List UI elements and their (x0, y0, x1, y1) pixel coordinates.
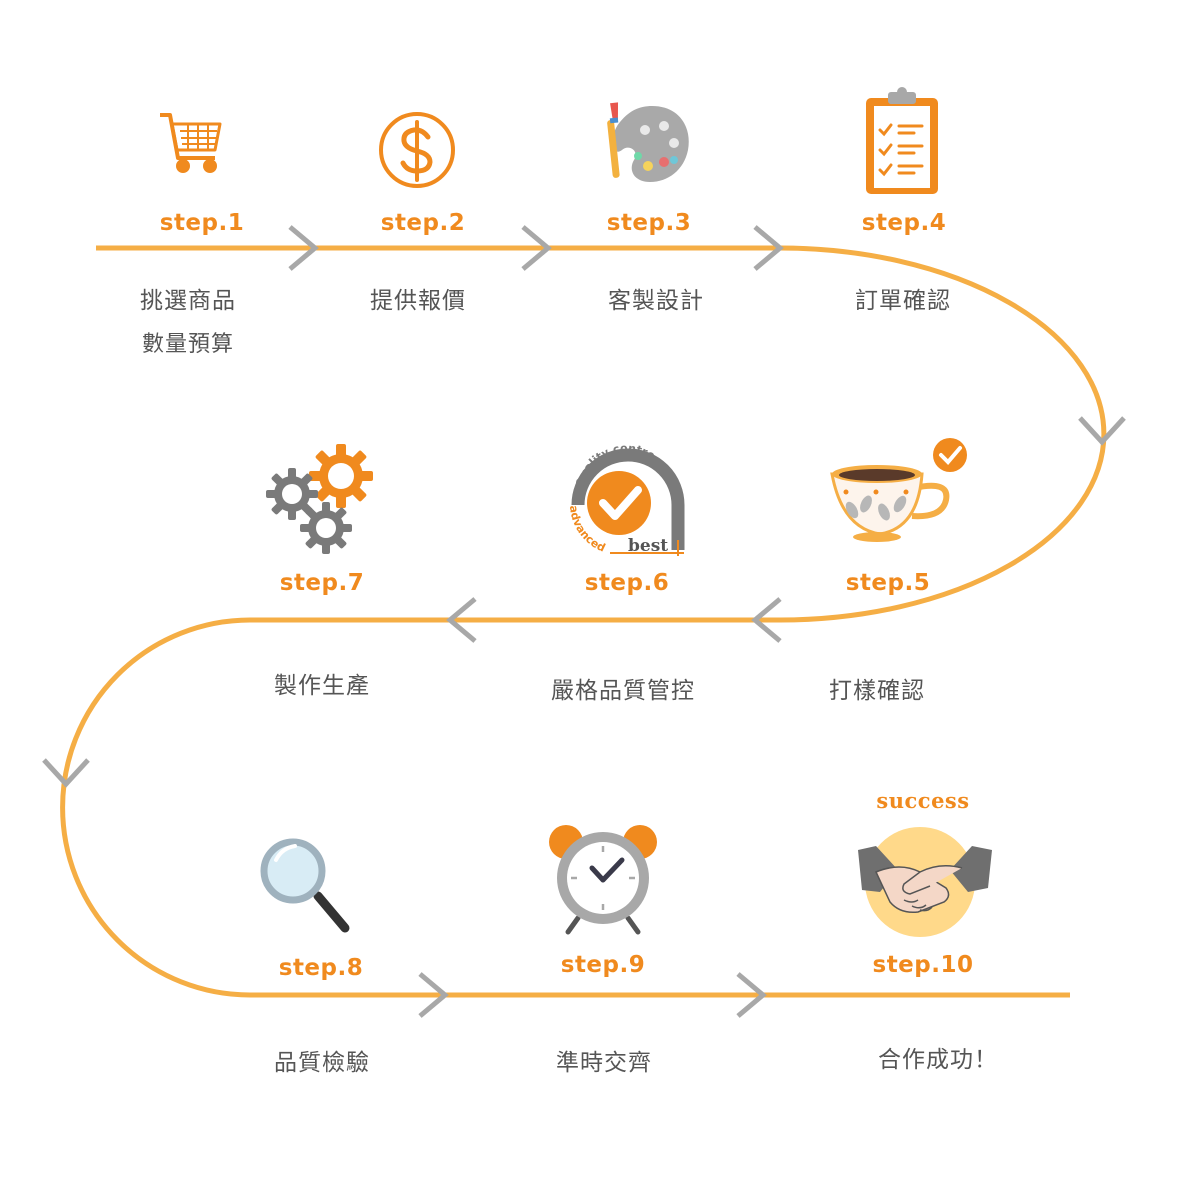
chevron-right-icon (288, 225, 319, 271)
step-10-label: step.10 (872, 952, 974, 978)
clipboard-checklist-icon (866, 87, 938, 194)
step-8-label: step.8 (278, 955, 364, 981)
step-4-label: step.4 (861, 210, 947, 236)
step-3-desc: 客製設計 (608, 288, 704, 314)
step-9-desc: 準時交齊 (556, 1050, 652, 1076)
shopping-cart-icon (160, 113, 222, 173)
step-6-desc: 嚴格品質管控 (551, 678, 695, 704)
chevron-right-icon (753, 225, 784, 271)
step-9-label: step.9 (560, 952, 646, 978)
step-8-desc: 品質檢驗 (274, 1050, 370, 1076)
chevron-down-icon (42, 758, 90, 788)
step-5-label: step.5 (845, 570, 931, 596)
teacup-check-icon (830, 438, 967, 542)
chevron-right-icon (521, 225, 552, 271)
handshake-icon (858, 827, 992, 937)
step-2-desc: 提供報價 (370, 288, 466, 314)
step-7-desc: 製作生產 (274, 673, 370, 699)
step-2-label: step.2 (380, 210, 466, 236)
step-3-label: step.3 (606, 210, 692, 236)
gears-icon (266, 444, 373, 554)
chevron-right-icon (418, 972, 449, 1018)
quality-control-badge-icon (571, 448, 685, 556)
alarm-clock-icon (549, 825, 657, 935)
step-10-desc: 合作成功！ (878, 1047, 998, 1073)
flow-path (60, 245, 1107, 998)
dollar-coin-icon (379, 112, 455, 188)
chevron-down-icon (1078, 416, 1126, 446)
step-6-label: step.6 (584, 570, 670, 596)
step-1-label: step.1 (159, 210, 245, 236)
step-1-desc: 挑選商品 (140, 288, 236, 314)
chevron-right-icon (736, 972, 767, 1018)
magnifying-glass-icon (260, 838, 350, 933)
success-label: success (876, 788, 970, 813)
step-7-label: step.7 (279, 570, 365, 596)
chevron-left-icon (446, 597, 477, 643)
step-4-desc: 訂單確認 (855, 288, 951, 314)
paint-palette-icon (607, 102, 689, 182)
step-5-desc: 打樣確認 (829, 678, 925, 704)
step-1-subdesc: 數量預算 (141, 332, 234, 357)
chevron-left-icon (751, 597, 782, 643)
